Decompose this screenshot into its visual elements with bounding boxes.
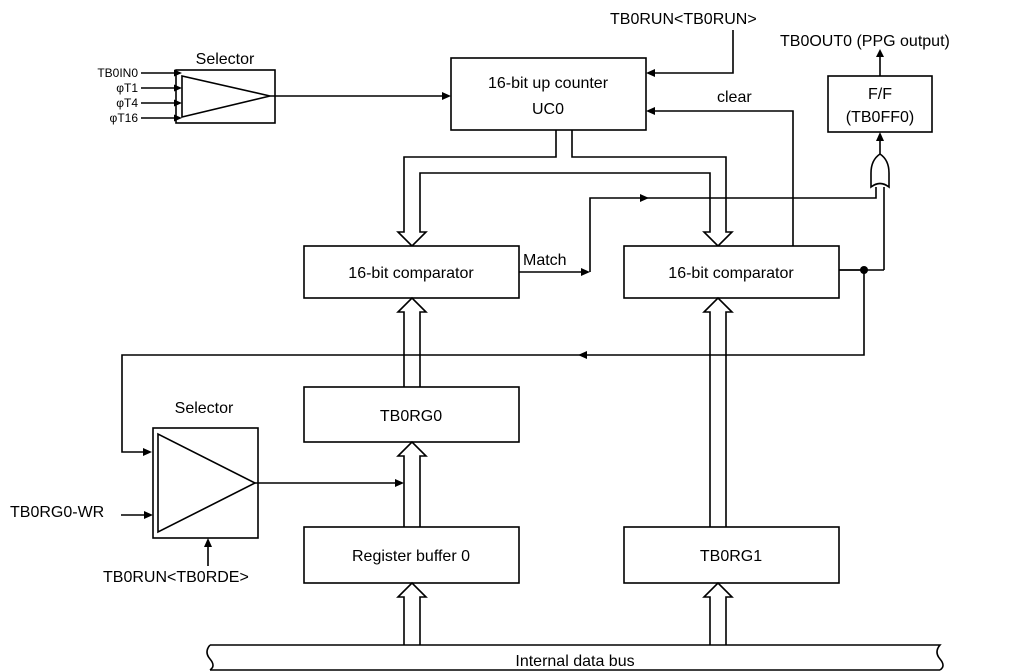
selector-top-title: Selector — [196, 51, 255, 68]
tb0rg0-wr-wire — [121, 511, 153, 519]
tb0rg0-to-comparator0-bus — [396, 296, 428, 387]
tb0rg0-wr-label: TB0RG0-WR — [10, 504, 104, 521]
selector-bottom-output-wire — [255, 479, 404, 487]
comparator0-label: 16-bit comparator — [348, 265, 474, 282]
clear-label: clear — [717, 89, 752, 106]
comparator1-box — [623, 245, 840, 299]
selector-top-mux-symbol — [181, 74, 271, 119]
selector-to-counter-wire — [270, 92, 451, 100]
input-phi-t1: φT1 — [116, 81, 138, 95]
flipflop-name: (TB0FF0) — [846, 109, 914, 126]
ff-output-wire — [876, 49, 884, 76]
output-label: TB0OUT0 (PPG output) — [780, 33, 950, 50]
internal-data-bus — [206, 644, 944, 671]
counter-bus — [396, 130, 734, 248]
up-counter-box — [450, 57, 647, 131]
match-label: Match — [523, 252, 567, 269]
input-phi-t4: φT4 — [116, 96, 138, 110]
selector-bottom-title: Selector — [175, 400, 234, 417]
comparator1-output-wire — [121, 187, 885, 456]
selector-bottom-box — [152, 427, 259, 539]
run-control-label: TB0RUN<TB0RUN> — [610, 11, 757, 28]
tb0rg1-box — [623, 526, 840, 584]
tb0rg1-label: TB0RG1 — [700, 548, 762, 565]
up-counter-label: 16-bit up counter — [488, 75, 609, 92]
input-tb0in0: TB0IN0 — [97, 66, 138, 80]
comparator0-box — [303, 245, 520, 299]
internal-data-bus-label: Internal data bus — [515, 653, 634, 670]
bus-to-buffer0-connection — [396, 581, 428, 645]
flipflop-label: F/F — [868, 86, 892, 103]
rde-control-label: TB0RUN<TB0RDE> — [103, 569, 249, 586]
selector-top-inputs: TB0IN0 φT1 φT4 φT16 — [97, 66, 182, 125]
bus-to-tb0rg1-connection — [702, 581, 734, 645]
buffer-to-tb0rg0-bus — [396, 440, 428, 527]
run-control-wire — [646, 30, 734, 77]
input-phi-t16: φT16 — [110, 111, 139, 125]
selector-bottom-mux-symbol — [157, 432, 257, 534]
comparator1-label: 16-bit comparator — [668, 265, 794, 282]
or-gate-symbol — [870, 132, 890, 189]
rde-control-wire — [204, 538, 212, 566]
tb0rg1-to-comparator1-bus — [702, 296, 734, 527]
up-counter-name: UC0 — [532, 101, 564, 118]
tb0rg0-box — [303, 386, 520, 443]
register-buffer0-label: Register buffer 0 — [352, 548, 470, 565]
tb0rg0-label: TB0RG0 — [380, 408, 442, 425]
match-wire — [519, 187, 877, 276]
